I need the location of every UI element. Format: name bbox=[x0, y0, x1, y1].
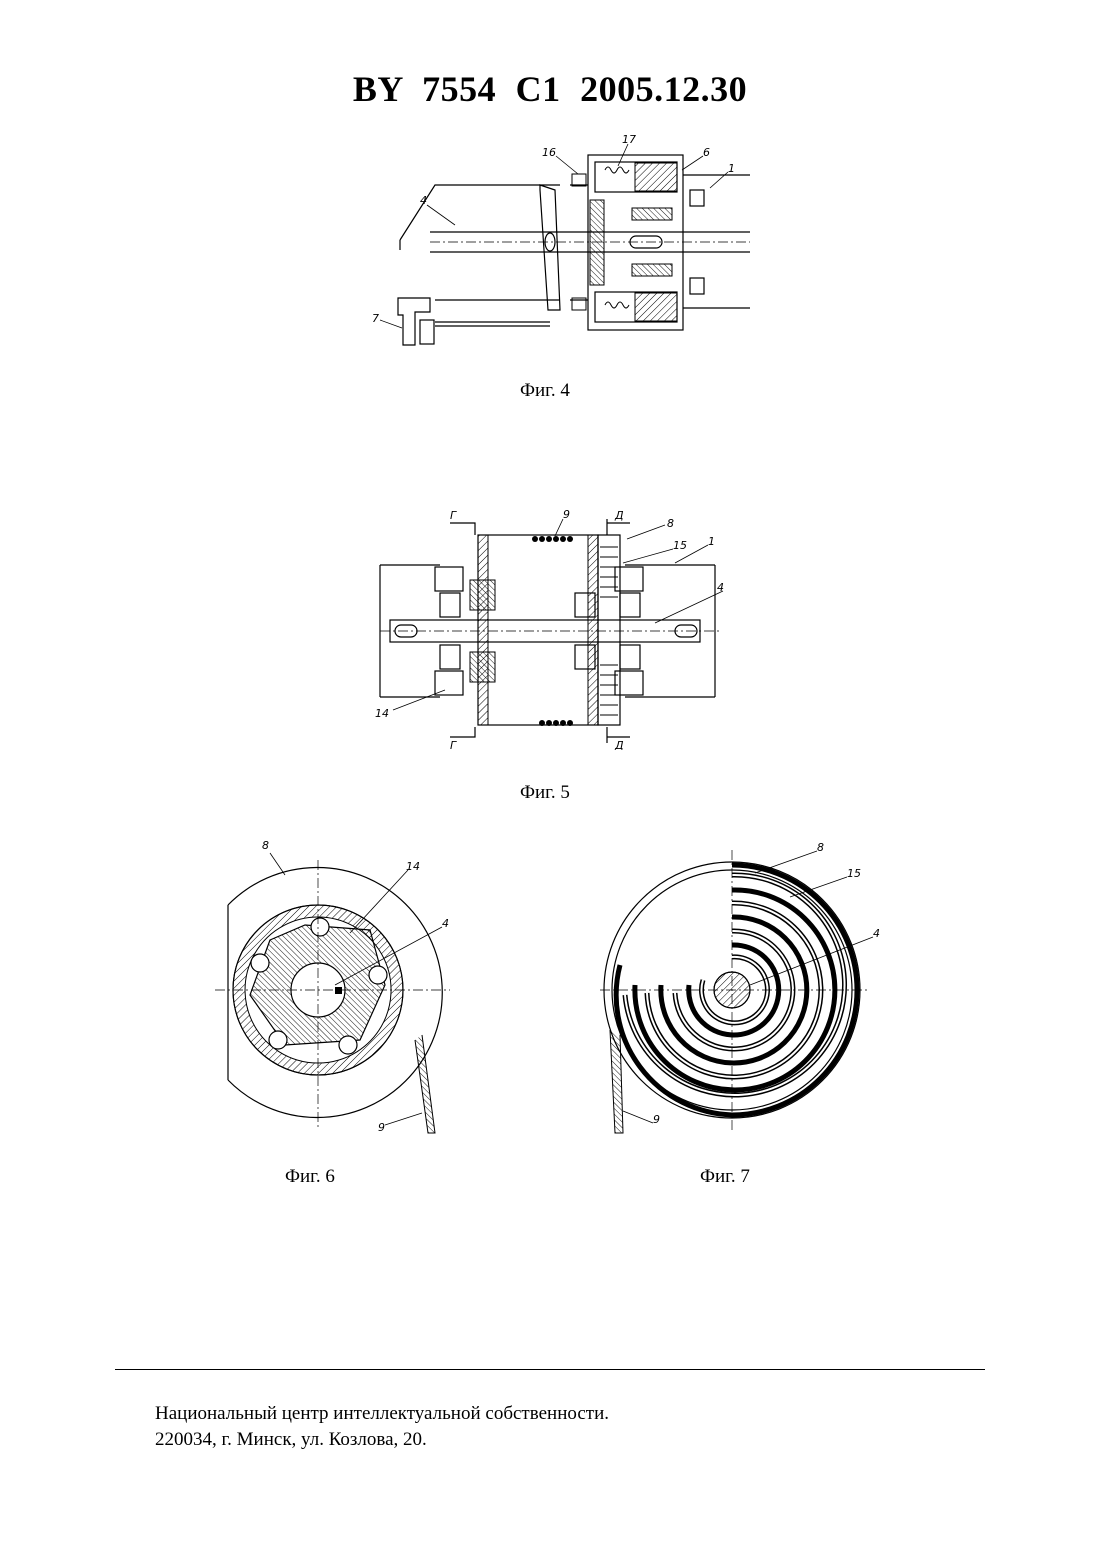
fig4-label-1: 1 bbox=[728, 162, 735, 175]
fig5-label-4: 4 bbox=[717, 581, 724, 594]
fig4-label-7: 7 bbox=[372, 312, 379, 325]
fig5-section-g-top: Г bbox=[450, 509, 457, 522]
fig4-label-6: 6 bbox=[703, 146, 710, 159]
fig5-section-d-top: Д bbox=[614, 509, 624, 522]
footer: Национальный центр интеллектуальной собс… bbox=[155, 1401, 609, 1453]
figure-7-caption: Фиг. 7 bbox=[700, 1166, 750, 1188]
figure-4-caption: Фиг. 4 bbox=[520, 380, 570, 402]
fig5-label-14: 14 bbox=[375, 707, 389, 720]
figure-6-drawing: 8 14 4 9 bbox=[210, 835, 460, 1135]
fig4-label-17: 17 bbox=[622, 133, 636, 146]
figure-6-caption: Фиг. 6 bbox=[285, 1166, 335, 1188]
fig7-label-4: 4 bbox=[873, 927, 880, 940]
fig5-label-1: 1 bbox=[708, 535, 715, 548]
patent-header: BY 7554 C1 2005.12.30 bbox=[0, 68, 1100, 110]
fig6-label-4: 4 bbox=[442, 917, 449, 930]
figure-5-caption: Фиг. 5 bbox=[520, 782, 570, 804]
fig5-label-8: 8 bbox=[667, 517, 674, 530]
fig6-label-9: 9 bbox=[378, 1121, 385, 1134]
fig4-label-4: 4 bbox=[420, 194, 427, 207]
fig5-label-15: 15 bbox=[673, 539, 687, 552]
figure-4-drawing: 16 17 6 1 4 7 bbox=[360, 130, 750, 360]
footer-address: 220034, г. Минск, ул. Козлова, 20. bbox=[155, 1427, 609, 1453]
fig5-section-d-bottom: Д bbox=[614, 739, 624, 750]
fig4-label-16: 16 bbox=[542, 146, 556, 159]
footer-organization: Национальный центр интеллектуальной собс… bbox=[155, 1401, 609, 1427]
fig7-label-9: 9 bbox=[653, 1113, 660, 1126]
fig7-label-8: 8 bbox=[817, 841, 824, 854]
fig5-section-g-bottom: Г bbox=[450, 739, 457, 750]
footer-divider bbox=[115, 1369, 985, 1370]
figure-7-drawing: 8 15 4 9 bbox=[595, 835, 885, 1135]
fig6-label-8: 8 bbox=[262, 839, 269, 852]
figure-5-drawing: 9 8 15 1 4 14 Г Г Д Д bbox=[375, 505, 725, 750]
fig5-label-9: 9 bbox=[563, 508, 570, 521]
fig6-label-14: 14 bbox=[406, 860, 420, 873]
fig7-label-15: 15 bbox=[847, 867, 861, 880]
